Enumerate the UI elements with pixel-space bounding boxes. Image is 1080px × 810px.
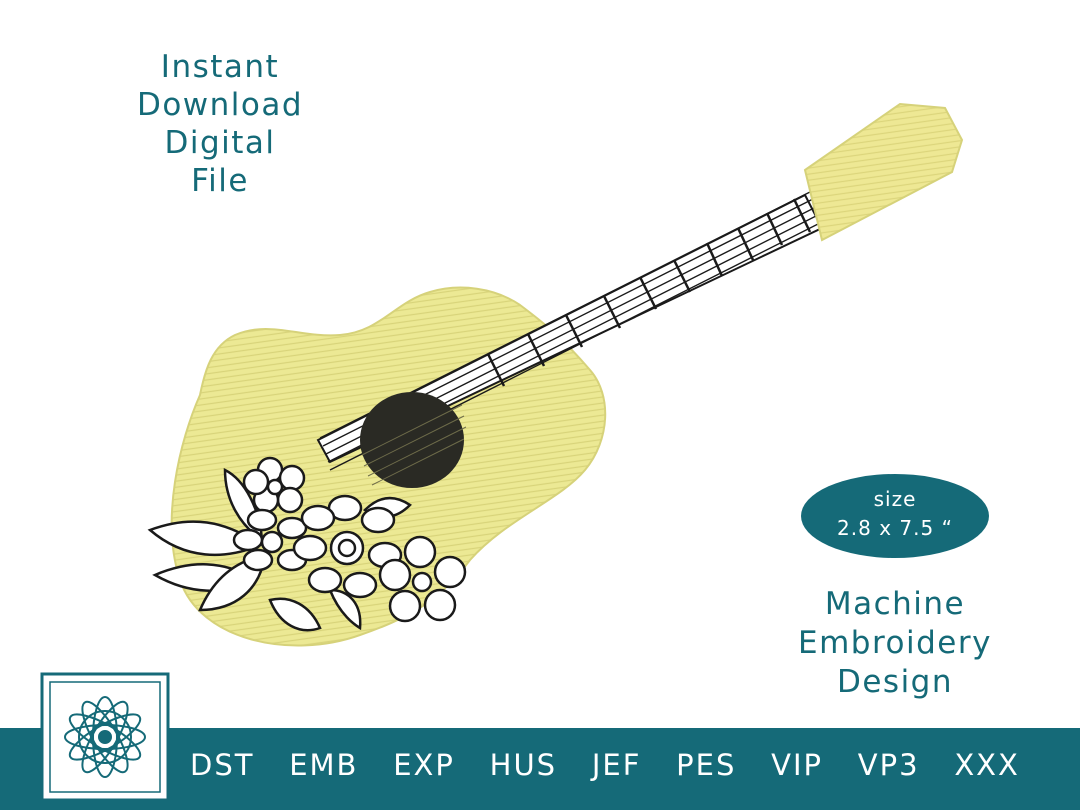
promo-line: Design — [836, 664, 954, 700]
size-label: size — [873, 487, 917, 511]
format-item: VIP — [771, 748, 824, 782]
machine-embroidery-text: Machine Embroidery Design — [770, 585, 1020, 702]
promo-line: Machine — [824, 586, 966, 622]
size-badge: size 2.8 x 7.5 “ — [801, 474, 989, 558]
promo-line: Instant — [160, 49, 280, 85]
guitar-illustration — [147, 102, 964, 647]
promo-line: Digital — [164, 125, 276, 161]
format-item: PES — [676, 748, 737, 782]
size-value: 2.8 x 7.5 “ — [837, 516, 953, 540]
sound-hole — [360, 392, 464, 488]
format-footer-bar: DST EMB EXP HUS JEF PES VIP VP3 XXX — [0, 728, 1080, 810]
promo-line: Download — [136, 87, 304, 123]
flower-bouquet — [147, 456, 467, 632]
format-item: VP3 — [857, 748, 920, 782]
format-item: HUS — [489, 748, 558, 782]
format-item: EXP — [393, 748, 455, 782]
mandala-logo-icon — [40, 672, 170, 802]
guitar-headstock — [803, 102, 964, 242]
format-item: DST — [190, 748, 255, 782]
promo-line: Embroidery — [798, 625, 992, 661]
format-item: XXX — [954, 748, 1020, 782]
format-item: EMB — [289, 748, 359, 782]
format-item: JEF — [591, 748, 642, 782]
promo-line: File — [191, 163, 249, 199]
format-list: DST EMB EXP HUS JEF PES VIP VP3 XXX — [190, 748, 1020, 782]
instant-download-text: Instant Download Digital File — [100, 48, 340, 200]
